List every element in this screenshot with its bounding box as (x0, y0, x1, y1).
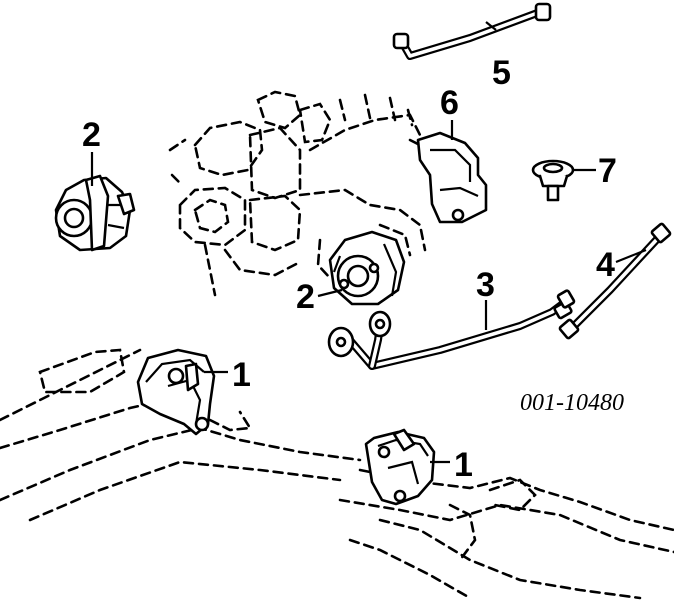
part-1-mount-right (364, 428, 436, 506)
callout-3: 3 (476, 266, 495, 304)
callout-1-left: 1 (232, 356, 251, 394)
callout-2-left: 2 (82, 116, 101, 154)
part-3-hose (327, 289, 576, 370)
part-5-hose (392, 2, 552, 60)
diagram-number: 001-10480 (520, 390, 624, 416)
callout-4: 4 (596, 246, 615, 284)
callout-1-right: 1 (454, 446, 473, 484)
part-6-bracket (416, 131, 488, 224)
callout-2-center: 2 (296, 278, 315, 316)
callout-7: 7 (598, 152, 617, 190)
part-1-mount-left (136, 348, 216, 436)
frame-outline (0, 348, 674, 600)
callout-5: 5 (492, 54, 511, 92)
part-2-mount-center (328, 230, 406, 306)
callout-6: 6 (440, 84, 459, 122)
callouts: 1 1 2 2 3 4 5 6 7 (82, 54, 617, 484)
part-7-mount (531, 159, 575, 202)
part-2-mount-left (54, 174, 136, 252)
part-4-hose (558, 222, 672, 340)
leader-lines (90, 21, 647, 464)
